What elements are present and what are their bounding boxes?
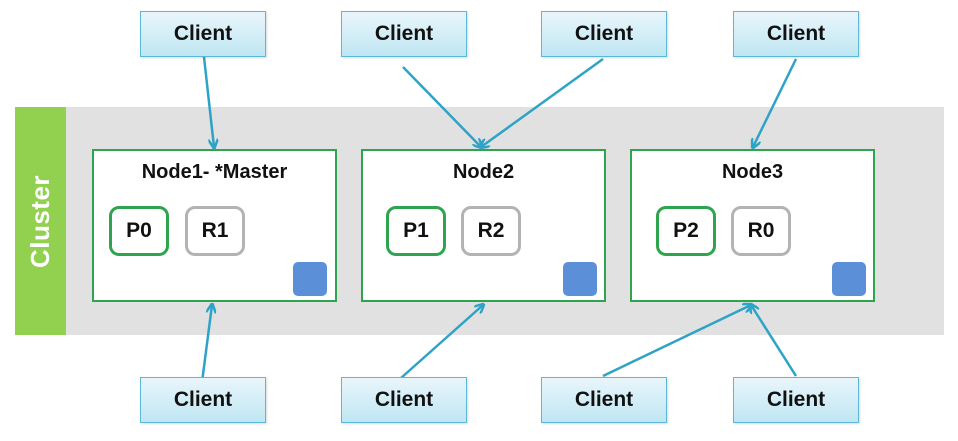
replica-shard: R0 <box>731 206 791 256</box>
arrow-bottom-client-2-to-node2 <box>400 305 483 379</box>
node-3: Node3 P2 R0 <box>630 149 875 302</box>
primary-shard: P2 <box>656 206 716 256</box>
client-box[interactable]: Client <box>541 11 667 57</box>
primary-shard: P1 <box>386 206 446 256</box>
primary-shard: P0 <box>109 206 169 256</box>
client-box[interactable]: Client <box>541 377 667 423</box>
node-title: Node2 <box>452 161 515 183</box>
replica-shard: R1 <box>185 206 245 256</box>
replica-shard: R2 <box>461 206 521 256</box>
storage-icon <box>563 262 597 296</box>
storage-icon <box>293 262 327 296</box>
arrow-top-client-2-to-node2 <box>402 66 481 147</box>
arrow-top-client-3-to-node2 <box>481 57 604 147</box>
client-box[interactable]: Client <box>140 11 266 57</box>
arrow-bottom-client-3-to-node3 <box>602 305 751 378</box>
arrow-top-client-4-to-node3 <box>753 58 798 147</box>
cluster-tab: Cluster <box>15 107 66 335</box>
client-box[interactable]: Client <box>341 11 467 57</box>
client-box[interactable]: Client <box>733 377 859 423</box>
arrow-top-client-1-to-node1 <box>202 56 214 147</box>
node-title: Node3 <box>721 161 784 183</box>
arrow-bottom-client-4-to-node3 <box>751 305 798 377</box>
client-box[interactable]: Client <box>733 11 859 57</box>
node-1: Node1- *Master P0 R1 <box>92 149 337 302</box>
node-title: Node1- *Master <box>141 161 288 183</box>
storage-icon <box>832 262 866 296</box>
arrow-bottom-client-1-to-node1 <box>199 305 212 391</box>
client-box[interactable]: Client <box>140 377 266 423</box>
client-box[interactable]: Client <box>341 377 467 423</box>
